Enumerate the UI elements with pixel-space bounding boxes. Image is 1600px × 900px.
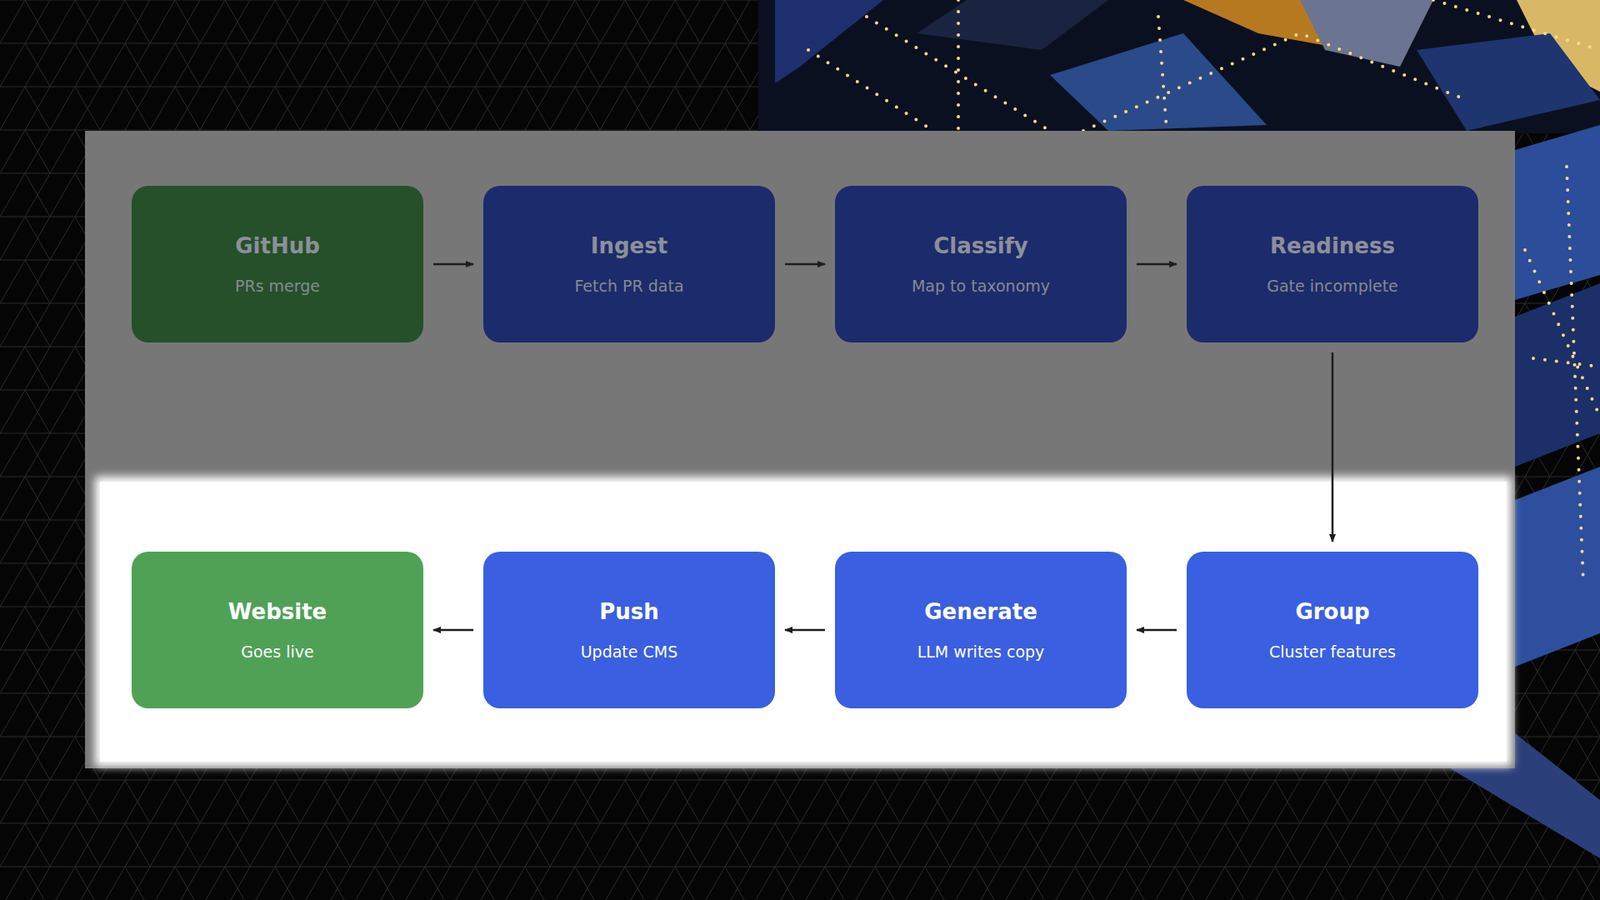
tile [1515, 283, 1600, 467]
flow-arrow [1136, 263, 1177, 266]
tile [1515, 466, 1600, 667]
box-subtitle: Gate incomplete [1266, 276, 1399, 295]
light-string [1566, 166, 1584, 584]
endpoint-box: WebsiteGoes live [131, 551, 424, 709]
illustration-base [758, 0, 1600, 134]
box-title: Website [228, 599, 327, 625]
tile [916, 0, 1109, 50]
process-box: ClassifyMap to taxonomy [835, 185, 1127, 343]
tile [775, 0, 884, 84]
flow-arrow [1331, 352, 1335, 542]
tile [1300, 0, 1434, 67]
light-string [1533, 358, 1600, 367]
tile [1515, 125, 1600, 300]
box-subtitle: Fetch PR data [574, 276, 684, 295]
light-string [1525, 250, 1600, 417]
box-title: Group [1295, 599, 1370, 625]
box-subtitle: LLM writes copy [917, 642, 1045, 661]
process-box: GroupCluster features [1186, 551, 1479, 709]
light-string [1083, 33, 1467, 131]
flow-arrow [433, 263, 474, 266]
box-title: Ingest [590, 233, 668, 259]
box-title: Classify [933, 233, 1029, 259]
light-string [808, 50, 934, 131]
flow-arrow [785, 629, 825, 632]
box-title: Push [599, 599, 660, 625]
light-string [1158, 16, 1167, 131]
box-subtitle: Goes live [240, 642, 314, 661]
box-subtitle: Update CMS [580, 642, 679, 661]
flow-arrow [785, 263, 825, 266]
light-string [956, 0, 960, 131]
box-title: GitHub [235, 233, 320, 259]
box-subtitle: Map to taxonomy [911, 276, 1050, 295]
tile [1416, 33, 1600, 131]
tile [1050, 33, 1267, 131]
box-title: Readiness [1270, 233, 1395, 259]
process-box: IngestFetch PR data [483, 185, 775, 343]
box-title: Generate [924, 599, 1038, 625]
process-box: PushUpdate CMS [483, 551, 775, 709]
flow-arrow [433, 629, 474, 632]
endpoint-box: GitHubPRs merge [131, 185, 424, 343]
flow-arrow [1136, 629, 1177, 632]
process-box: ReadinessGate incomplete [1186, 185, 1479, 343]
light-string [866, 16, 1050, 131]
process-box: GenerateLLM writes copy [835, 551, 1127, 709]
box-subtitle: Cluster features [1269, 642, 1396, 661]
light-string [1433, 0, 1600, 50]
box-subtitle: PRs merge [235, 276, 320, 295]
